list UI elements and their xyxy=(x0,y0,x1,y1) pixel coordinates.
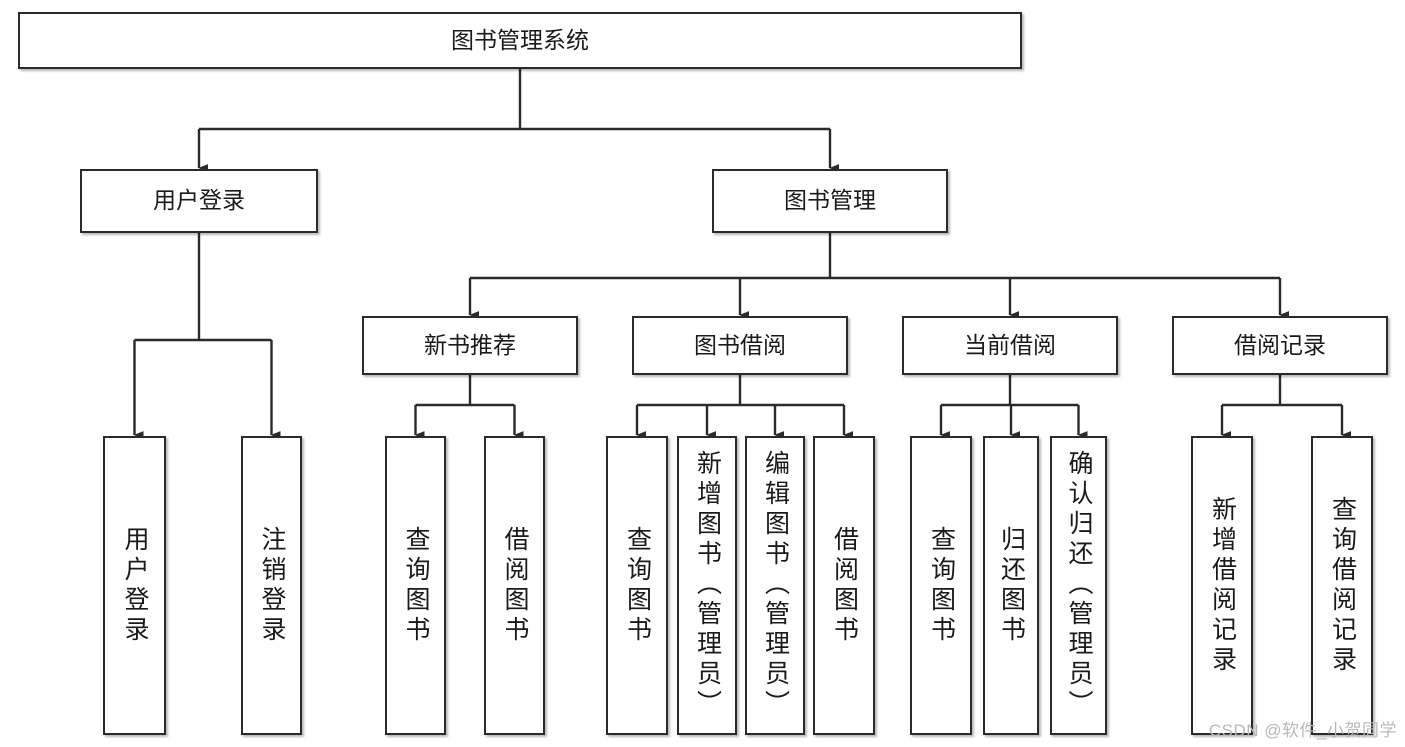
node-borrow-record[interactable]: 借阅记录 xyxy=(1172,316,1388,375)
node-book-borrow[interactable]: 图书借阅 xyxy=(632,316,848,375)
node-root-label: 图书管理系统 xyxy=(451,26,589,53)
leaf-borrow-book-recommend-label: 借阅图书 xyxy=(501,525,529,646)
leaf-borrow-book-recommend[interactable]: 借阅图书 xyxy=(484,436,545,735)
leaf-add-book[interactable]: 新增图书（管理员） xyxy=(677,436,737,735)
leaf-add-book-label: 新增图书（管理员） xyxy=(693,450,722,720)
leaf-query-book-borrow[interactable]: 查询图书 xyxy=(606,436,668,735)
leaf-query-book-current[interactable]: 查询图书 xyxy=(910,436,972,735)
leaf-edit-book-label: 编辑图书（管理员） xyxy=(761,450,790,720)
node-borrow-record-label: 借阅记录 xyxy=(1234,331,1326,358)
node-new-book-recommend[interactable]: 新书推荐 xyxy=(362,316,578,375)
leaf-query-book-recommend[interactable]: 查询图书 xyxy=(385,436,446,735)
node-book-manage-label: 图书管理 xyxy=(784,187,876,214)
leaf-query-book-current-label: 查询图书 xyxy=(927,525,956,646)
leaf-return-book-label: 归还图书 xyxy=(997,525,1026,646)
leaf-logout[interactable]: 注销登录 xyxy=(241,436,302,735)
node-book-manage[interactable]: 图书管理 xyxy=(712,169,948,233)
leaf-confirm-return-label: 确认归还（管理员） xyxy=(1065,450,1093,720)
node-user-login-label: 用户登录 xyxy=(153,187,245,214)
leaf-user-login-label: 用户登录 xyxy=(121,525,149,646)
leaf-logout-label: 注销登录 xyxy=(258,525,286,646)
leaf-borrow-book[interactable]: 借阅图书 xyxy=(813,436,875,735)
leaf-borrow-book-label: 借阅图书 xyxy=(830,525,859,646)
node-new-book-recommend-label: 新书推荐 xyxy=(424,331,516,358)
leaf-query-borrow-record[interactable]: 查询借阅记录 xyxy=(1311,436,1373,735)
leaf-confirm-return[interactable]: 确认归还（管理员） xyxy=(1050,436,1107,735)
leaf-query-book-recommend-label: 查询图书 xyxy=(402,525,430,646)
node-current-borrow-label: 当前借阅 xyxy=(964,331,1056,358)
watermark: CSDN @软件_小贺同学 xyxy=(1208,721,1397,740)
node-user-login[interactable]: 用户登录 xyxy=(80,169,318,233)
node-root[interactable]: 图书管理系统 xyxy=(18,12,1022,69)
leaf-edit-book[interactable]: 编辑图书（管理员） xyxy=(745,436,805,735)
leaf-user-login[interactable]: 用户登录 xyxy=(103,436,166,735)
leaf-query-book-borrow-label: 查询图书 xyxy=(623,525,652,646)
leaf-add-borrow-record-label: 新增借阅记录 xyxy=(1208,495,1237,676)
node-current-borrow[interactable]: 当前借阅 xyxy=(902,316,1118,375)
leaf-query-borrow-record-label: 查询借阅记录 xyxy=(1328,495,1357,676)
leaf-return-book[interactable]: 归还图书 xyxy=(983,436,1039,735)
leaf-add-borrow-record[interactable]: 新增借阅记录 xyxy=(1191,436,1253,735)
node-book-borrow-label: 图书借阅 xyxy=(694,331,786,358)
